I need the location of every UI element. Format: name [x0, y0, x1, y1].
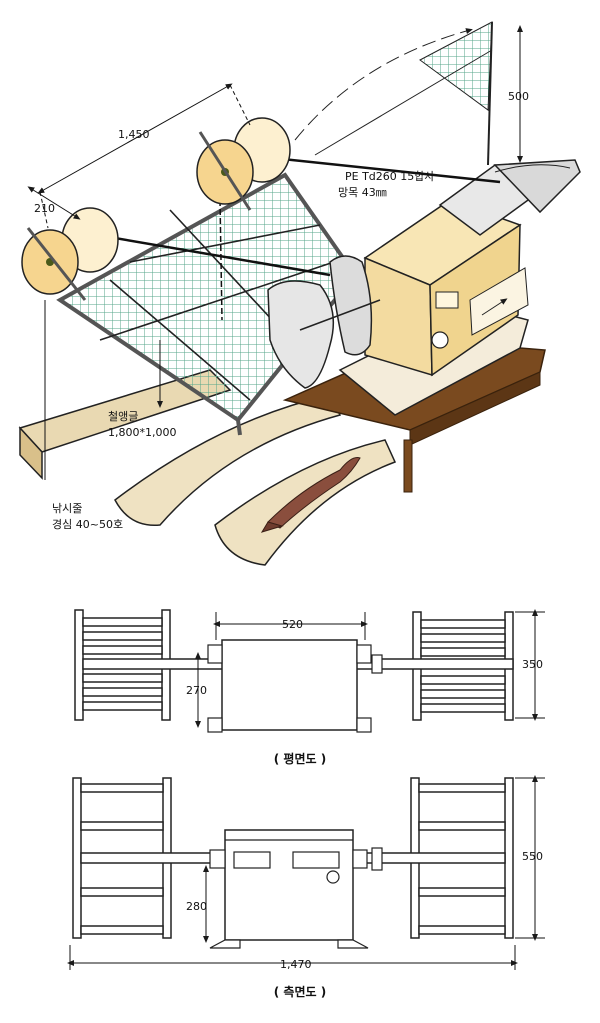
line-spec-line2: 경심 40~50호 [52, 518, 123, 531]
reel-left [21, 207, 119, 301]
net-spec-line2: 망목 43㎜ [338, 186, 387, 199]
side-dim-right: 550 [522, 850, 543, 863]
paddle-wheels [267, 255, 381, 389]
plan-dim-top: 520 [282, 618, 303, 631]
plan-view: 520 270 350 ( 평면도 ) [74, 609, 545, 766]
frame-spec-line1: 철앵글 [108, 410, 138, 423]
net-spec-line1: PE Td260 15합사 [345, 170, 435, 183]
side-dimensions [67, 775, 545, 970]
net-flag [294, 21, 493, 166]
side-dim-left: 280 [186, 900, 207, 913]
frame-spec-line2: 1,800*1,000 [108, 426, 176, 439]
iso-dim-right: 500 [508, 90, 529, 103]
iso-dimensions [27, 25, 523, 229]
plan-dim-right: 350 [522, 658, 543, 671]
iso-dim-top: 1,450 [118, 128, 150, 141]
side-view: 550 280 1,470 ( 측면도 ) [67, 775, 545, 999]
side-caption: ( 측면도 ) [274, 984, 326, 999]
plan-caption: ( 평면도 ) [274, 751, 326, 766]
isometric-view: 1,450 210 500 PE Td260 15합사 망목 43㎜ 철앵글 1… [18, 21, 581, 566]
side-machine-box [224, 829, 354, 941]
plan-dim-left: 270 [186, 684, 207, 697]
iso-dim-left: 210 [34, 202, 55, 215]
side-dim-bottom: 1,470 [280, 958, 312, 971]
plan-dimensions [195, 609, 545, 728]
plan-machine-box [221, 639, 358, 731]
line-spec-line1: 낚시줄 [52, 502, 82, 515]
squid [260, 457, 361, 533]
